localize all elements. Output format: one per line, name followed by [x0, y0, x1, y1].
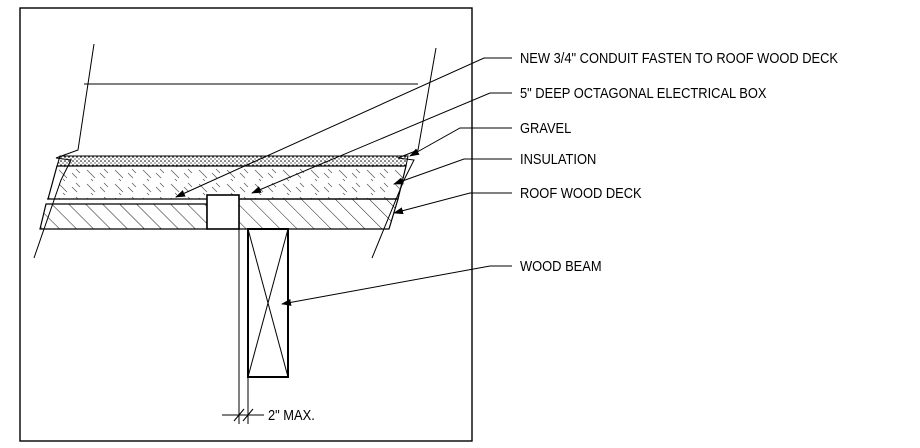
roof-wood-deck-right: [238, 198, 399, 230]
dimension-2in-max: [222, 229, 264, 424]
label-roof-wood-deck: ROOF WOOD DECK: [520, 184, 642, 201]
dimension-label: 2" MAX.: [268, 406, 315, 423]
roof-wood-deck: [39, 203, 208, 230]
break-line-right: [371, 47, 437, 259]
electrical-box: [206, 194, 240, 230]
wood-beam: [247, 228, 289, 378]
label-insulation: INSULATION: [520, 150, 596, 167]
label-conduit: NEW 3/4" CONDUIT FASTEN TO ROOF WOOD DEC…: [520, 49, 839, 66]
label-gravel: GRAVEL: [520, 119, 572, 136]
label-electrical-box: 5" DEEP OCTAGONAL ELECTRICAL BOX: [520, 84, 767, 101]
insulation-layer: [47, 165, 407, 200]
leaders: [175, 57, 512, 306]
conduit: [46, 198, 207, 205]
gravel-layer: [56, 155, 409, 167]
break-line-left: [33, 43, 95, 259]
drawing-frame: [19, 7, 473, 442]
label-wood-beam: WOOD BEAM: [520, 257, 602, 274]
